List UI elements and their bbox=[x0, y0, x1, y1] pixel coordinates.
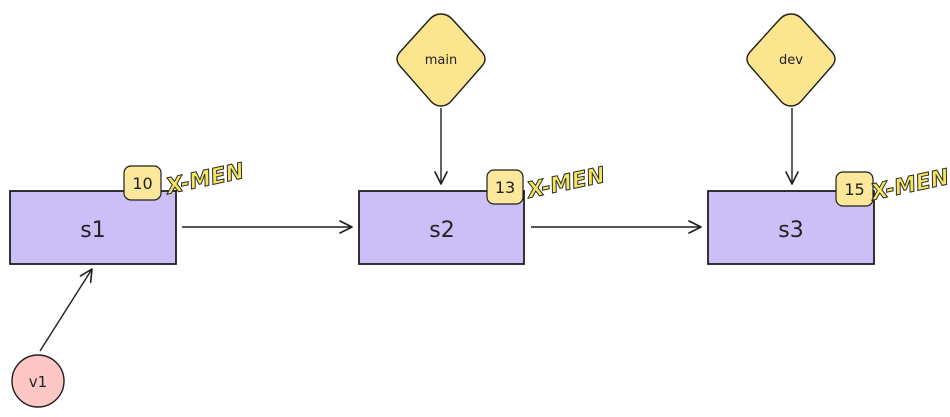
snapshot-label-s3: s3 bbox=[778, 218, 803, 243]
branch-label-main: main bbox=[425, 53, 457, 68]
version-node-v1: v1 bbox=[11, 354, 65, 408]
xmen-logo-s1: X-MEN bbox=[162, 159, 246, 200]
xmen-logo-s2: X-MEN bbox=[523, 163, 607, 204]
snapshot-badge-s2: 13 bbox=[486, 169, 524, 205]
snapshot-badge-s3: 15 bbox=[835, 171, 874, 207]
badge-value-s1: 10 bbox=[132, 174, 152, 193]
snapshot-label-s1: s1 bbox=[80, 218, 105, 243]
badge-value-s3: 15 bbox=[844, 180, 864, 199]
snapshot-node-s1: s1 bbox=[9, 190, 177, 265]
branch-label-dev: dev bbox=[779, 53, 803, 68]
xmen-logo-s3: X-MEN bbox=[867, 165, 950, 206]
badge-value-s2: 13 bbox=[495, 178, 515, 197]
arrow-v1-to-s1 bbox=[39, 268, 93, 352]
snapshot-badge-s1: 10 bbox=[123, 165, 162, 201]
snapshot-label-s2: s2 bbox=[429, 218, 454, 243]
branch-node-dev: dev bbox=[746, 13, 836, 107]
version-label-v1: v1 bbox=[29, 373, 47, 391]
branch-node-main: main bbox=[396, 13, 486, 107]
